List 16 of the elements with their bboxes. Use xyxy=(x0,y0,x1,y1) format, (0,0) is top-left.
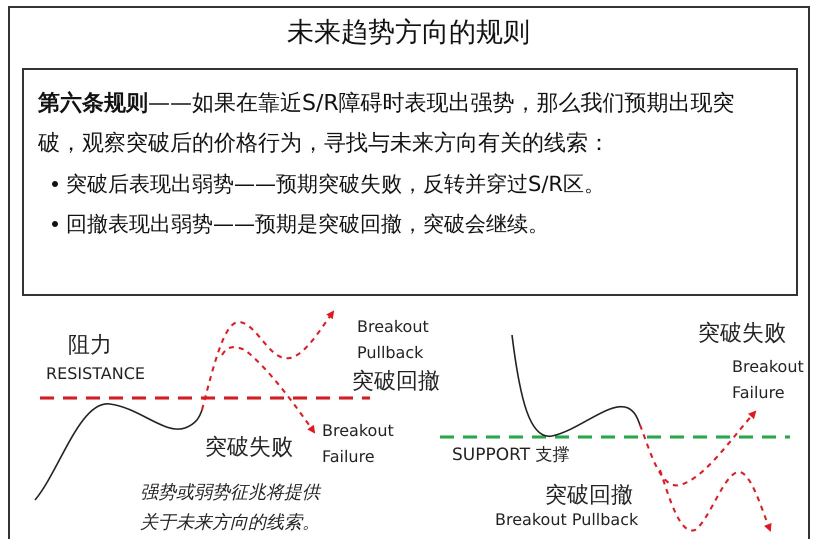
rule-text: 第六条规则——如果在靠近S/R障碍时表现出强势，那么我们预期出现突破，观察突破后的价格行为，寻找与未来方向有关的线索： xyxy=(38,90,736,158)
title: 未来趋势方向的规则 xyxy=(286,16,531,50)
bullet-text: 突破后表现出弱势——预期突破失败，反转并穿过S/R区。 xyxy=(66,171,605,198)
annotation: 突破失败 xyxy=(698,320,786,348)
annotation: 突破回撤 xyxy=(352,368,440,396)
axis-label: SUPPORT 支撑 xyxy=(452,444,570,466)
annotation: Breakout Failure xyxy=(732,356,805,404)
axis-label: RESISTANCE xyxy=(46,364,145,383)
axis-label: 阻力 xyxy=(68,332,112,360)
annotation: Breakout Failure xyxy=(322,420,395,468)
annotation: Breakout Pullback xyxy=(357,316,430,364)
annotation: Breakout Pullback xyxy=(495,510,638,529)
annotation: 突破回撤 xyxy=(545,482,633,510)
note-text: 强势或弱势征兆将提供关于未来方向的线索。 xyxy=(140,481,322,535)
bullet-text: 回撤表现出弱势——预期是突破回撤，突破会继续。 xyxy=(66,211,549,238)
annotation: 突破失败 xyxy=(205,434,293,462)
